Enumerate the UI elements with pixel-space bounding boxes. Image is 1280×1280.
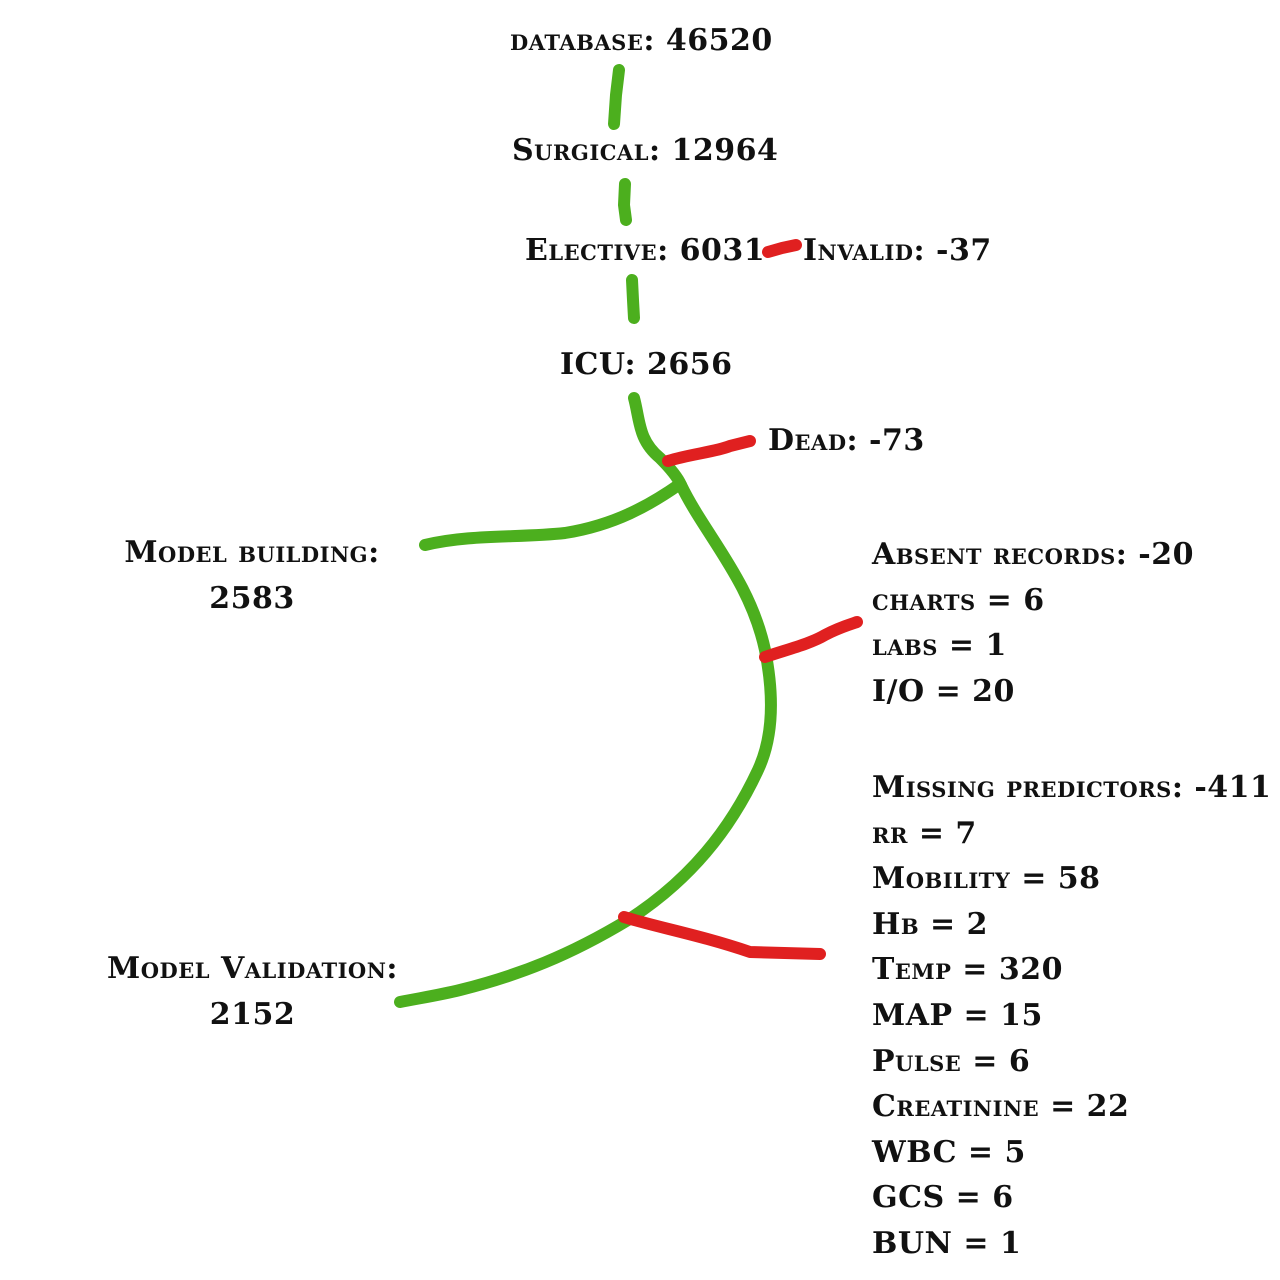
database-node: database: 46520 <box>510 23 773 58</box>
line-to-model-validation <box>394 479 777 1008</box>
missing-predictors-block: Missing predictors: -411 rr = 7 Mobility… <box>872 765 1271 1267</box>
surgical-node: Surgical: 12964 <box>512 133 779 168</box>
line-absent-records-exclusion <box>759 616 863 663</box>
absent-records-item: I/O = 20 <box>872 673 1015 709</box>
icu-node: ICU: 2656 <box>560 347 733 382</box>
missing-predictors-item: Temp = 320 <box>872 952 1064 988</box>
absent-records-item: charts = 6 <box>872 582 1045 618</box>
line-to-model-building <box>419 478 686 551</box>
missing-predictors-item: Pulse = 6 <box>872 1043 1031 1079</box>
line-invalid-exclusion <box>762 239 802 258</box>
missing-predictors-item: Hb = 2 <box>872 906 988 942</box>
missing-predictors-item: Mobility = 58 <box>872 861 1101 897</box>
absent-records-item: labs = 1 <box>872 628 1007 664</box>
model-building-label: Model building: <box>124 535 380 570</box>
missing-predictors-item: WBC = 5 <box>872 1134 1026 1170</box>
model-building-node: Model building: 2583 <box>112 530 392 621</box>
elective-node: Elective: 6031 <box>525 233 766 268</box>
missing-predictors-item: rr = 7 <box>872 815 977 851</box>
missing-predictors-item: Creatinine = 22 <box>872 1089 1130 1125</box>
model-validation-count: 2152 <box>209 996 296 1032</box>
model-building-count: 2583 <box>209 580 295 616</box>
missing-predictors-title: Missing predictors: -411 <box>872 770 1272 805</box>
invalid-node: Invalid: -37 <box>803 233 992 268</box>
absent-records-title: Absent records: -20 <box>872 537 1194 572</box>
line-database-to-surgical <box>608 64 625 130</box>
model-validation-label: Model Validation: <box>107 951 398 986</box>
line-elective-to-icu <box>626 274 640 324</box>
missing-predictors-item: BUN = 1 <box>872 1225 1022 1261</box>
missing-predictors-item: GCS = 6 <box>872 1180 1014 1216</box>
line-icu-to-split <box>628 392 687 491</box>
line-dead-exclusion <box>662 435 756 467</box>
missing-predictors-item: MAP = 15 <box>872 997 1043 1033</box>
line-surgical-to-elective <box>618 178 632 226</box>
dead-node: Dead: -73 <box>768 423 925 458</box>
model-validation-node: Model Validation: 2152 <box>100 946 405 1037</box>
absent-records-block: Absent records: -20 charts = 6 labs = 1 … <box>872 532 1194 714</box>
line-missing-predictors-exclusion <box>618 911 826 960</box>
